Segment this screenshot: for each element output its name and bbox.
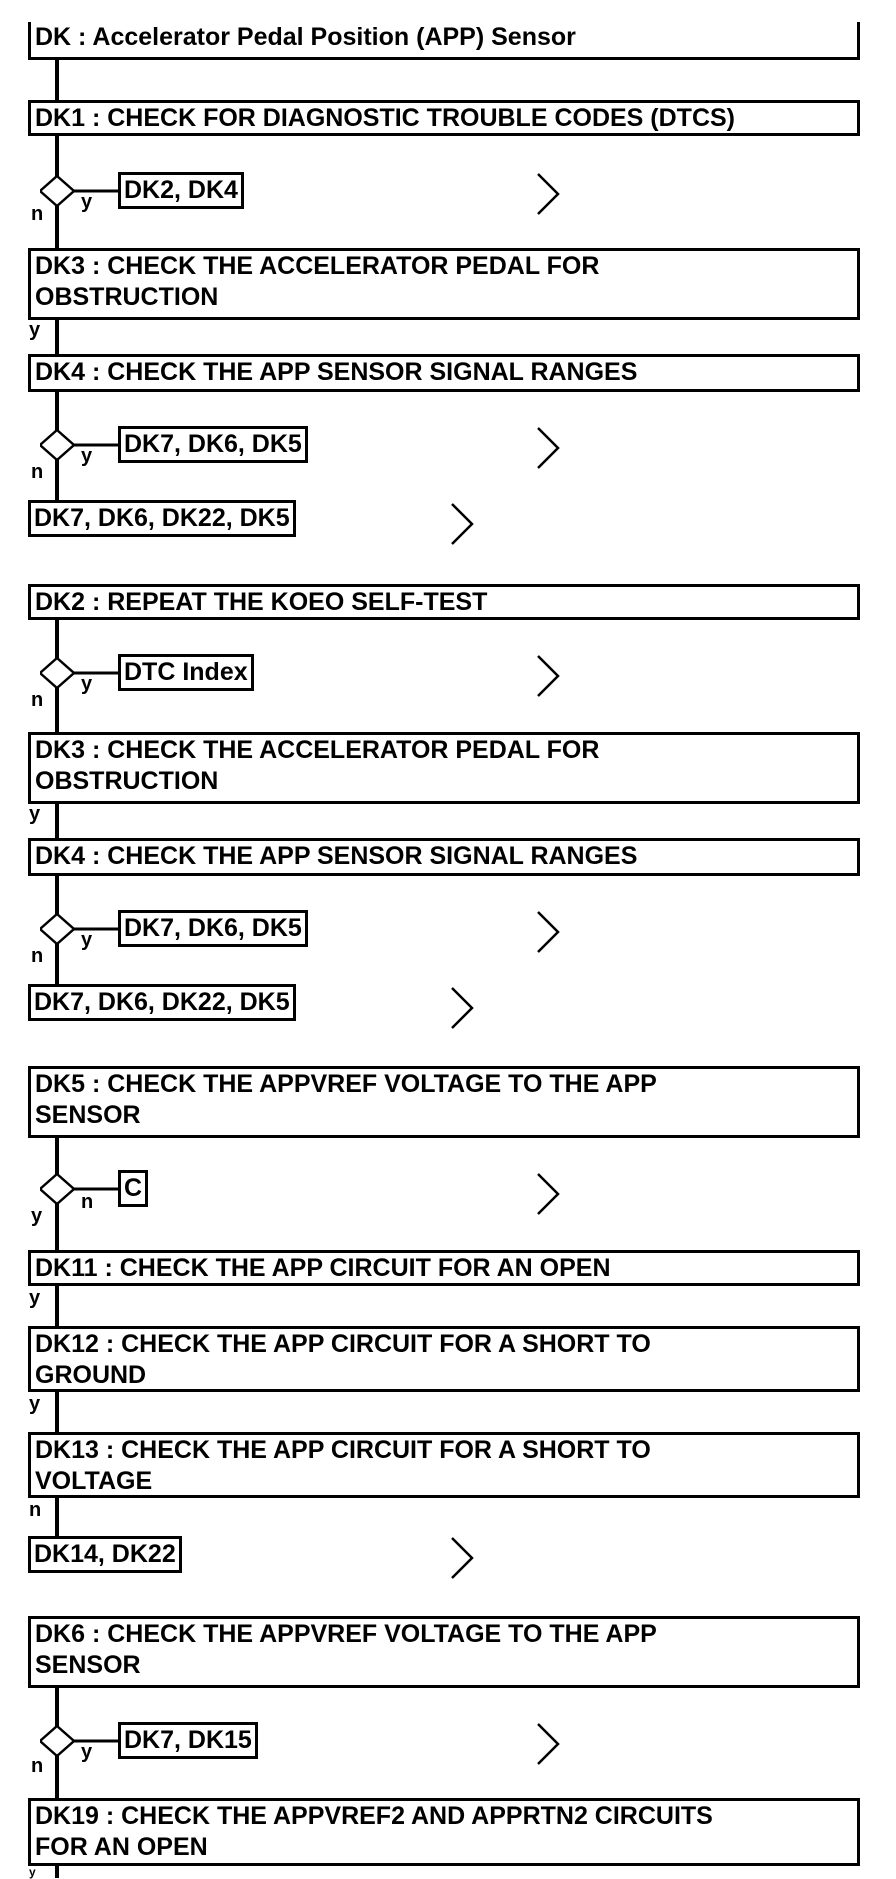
chevron-right-icon[interactable]	[536, 654, 560, 698]
yes-label: y	[29, 319, 41, 341]
decision-diamond-icon	[40, 174, 120, 208]
decision-diamond-icon	[40, 1724, 120, 1758]
flow-line	[55, 804, 59, 838]
step-dk5[interactable]: DK5 : CHECK THE APPVREF VOLTAGE TO THE A…	[28, 1066, 860, 1138]
diagram-title: DK : Accelerator Pedal Position (APP) Se…	[28, 22, 860, 60]
chevron-right-icon[interactable]	[536, 172, 560, 216]
decision-diamond-icon	[40, 1172, 120, 1206]
chevron-right-icon[interactable]	[536, 1172, 560, 1216]
step-dk6[interactable]: DK6 : CHECK THE APPVREF VOLTAGE TO THE A…	[28, 1616, 860, 1688]
no-label: n	[31, 945, 44, 967]
no-label: n	[31, 461, 44, 483]
no-label: n	[31, 689, 44, 711]
decision-diamond-icon	[40, 912, 120, 946]
chevron-right-icon[interactable]	[450, 986, 474, 1030]
link-dtc-index[interactable]: DTC Index	[118, 654, 254, 691]
yes-label: y	[29, 1393, 41, 1415]
no-label: n	[31, 203, 44, 225]
yes-label: y	[29, 1287, 41, 1309]
link-dk14-dk22[interactable]: DK14, DK22	[28, 1536, 182, 1573]
step-dk19[interactable]: DK19 : CHECK THE APPVREF2 AND APPRTN2 CI…	[28, 1798, 860, 1866]
link-dk7-dk6-dk5[interactable]: DK7, DK6, DK5	[118, 910, 308, 947]
chevron-right-icon[interactable]	[450, 502, 474, 546]
link-dk7-dk6-dk22-dk5[interactable]: DK7, DK6, DK22, DK5	[28, 984, 296, 1021]
link-dk7-dk6-dk5[interactable]: DK7, DK6, DK5	[118, 426, 308, 463]
no-label: n	[29, 1499, 42, 1521]
yes-label: y	[81, 191, 93, 213]
flow-line	[55, 1866, 59, 1878]
step-dk13[interactable]: DK13 : CHECK THE APP CIRCUIT FOR A SHORT…	[28, 1432, 860, 1498]
chevron-right-icon[interactable]	[450, 1536, 474, 1580]
link-c[interactable]: C	[118, 1170, 149, 1207]
yes-label: y	[31, 1205, 43, 1227]
chevron-right-icon[interactable]	[536, 910, 560, 954]
yes-label: y	[81, 673, 93, 695]
step-dk3[interactable]: DK3 : CHECK THE ACCELERATOR PEDAL FOR OB…	[28, 248, 860, 320]
yes-label: y	[81, 1741, 93, 1763]
flow-line	[55, 1498, 59, 1536]
yes-label: y	[29, 803, 41, 825]
flow-line	[55, 1392, 59, 1432]
decision-diamond-icon	[40, 656, 120, 690]
no-label: n	[81, 1191, 94, 1213]
decision-diamond-icon	[40, 428, 120, 462]
flow-line	[55, 320, 59, 354]
step-dk4[interactable]: DK4 : CHECK THE APP SENSOR SIGNAL RANGES	[28, 838, 860, 876]
flow-line	[55, 1286, 59, 1326]
step-dk4[interactable]: DK4 : CHECK THE APP SENSOR SIGNAL RANGES	[28, 354, 860, 392]
chevron-right-icon[interactable]	[536, 1722, 560, 1766]
step-dk3[interactable]: DK3 : CHECK THE ACCELERATOR PEDAL FOR OB…	[28, 732, 860, 804]
link-dk2-dk4[interactable]: DK2, DK4	[118, 172, 244, 209]
step-dk1[interactable]: DK1 : CHECK FOR DIAGNOSTIC TROUBLE CODES…	[28, 100, 860, 136]
link-dk7-dk6-dk22-dk5[interactable]: DK7, DK6, DK22, DK5	[28, 500, 296, 537]
no-label: n	[31, 1755, 44, 1777]
yes-label: y	[81, 929, 93, 951]
chevron-right-icon[interactable]	[536, 426, 560, 470]
flow-line	[55, 60, 59, 100]
step-dk11[interactable]: DK11 : CHECK THE APP CIRCUIT FOR AN OPEN	[28, 1250, 860, 1286]
yes-label: y	[29, 1865, 36, 1879]
link-dk7-dk15[interactable]: DK7, DK15	[118, 1722, 258, 1759]
step-dk2[interactable]: DK2 : REPEAT THE KOEO SELF-TEST	[28, 584, 860, 620]
step-dk12[interactable]: DK12 : CHECK THE APP CIRCUIT FOR A SHORT…	[28, 1326, 860, 1392]
yes-label: y	[81, 445, 93, 467]
